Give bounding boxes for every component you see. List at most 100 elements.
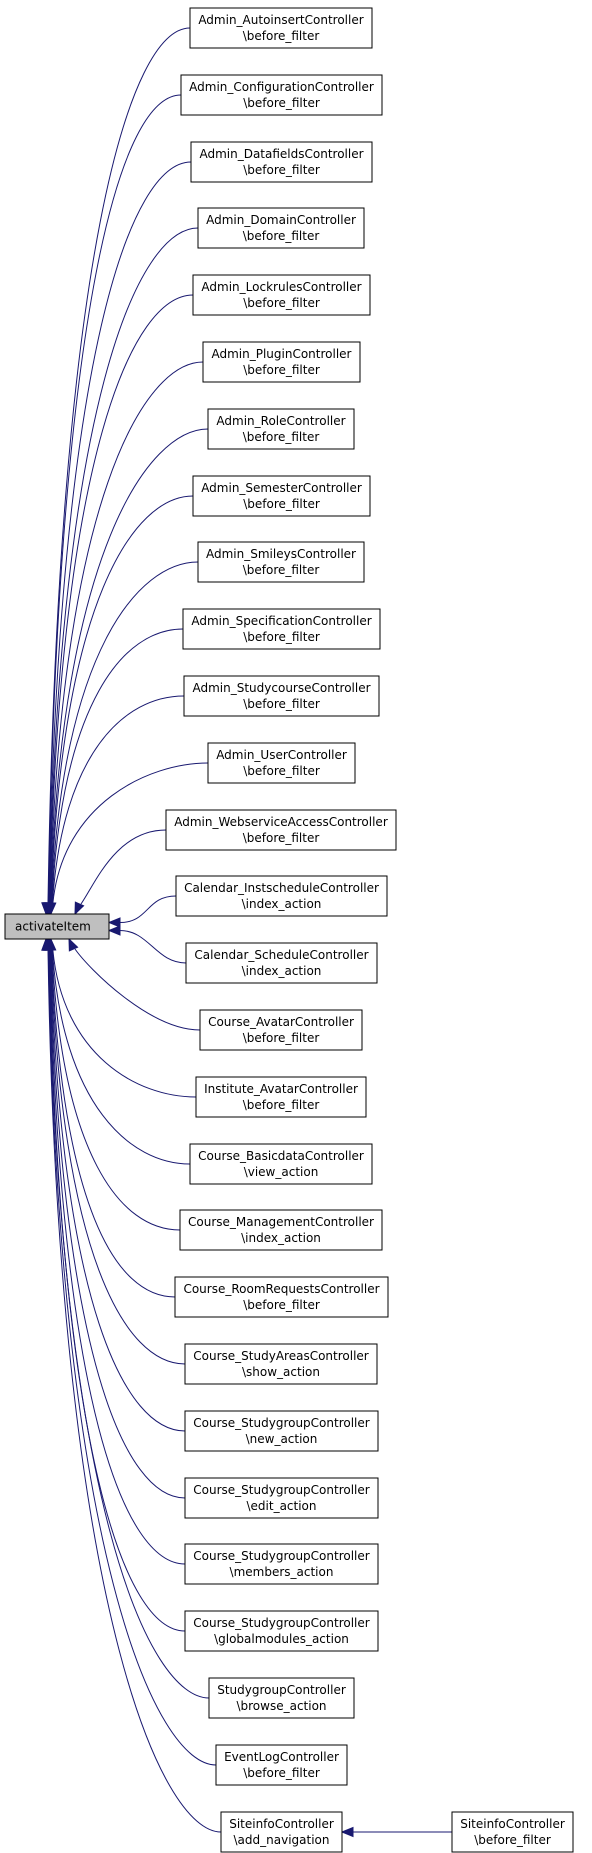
caller-node-4[interactable]: Admin_LockrulesController\before_filter [192,274,371,316]
caller-node-8[interactable]: Admin_SmileysController\before_filter [197,541,365,583]
caller-node-11[interactable]: Admin_UserController\before_filter [207,742,356,784]
caller-node-12-class-label: Admin_WebserviceAccessController [174,815,388,829]
caller-node-19-method-label: \before_filter [243,1298,320,1312]
caller-node-27-class-label: SiteinfoController [229,1817,334,1831]
caller-node-27-method-label: \add_navigation [234,1833,330,1847]
edge-caller-13 [119,895,177,923]
caller-node-25[interactable]: StudygroupController\browse_action [208,1677,355,1719]
caller-node-9[interactable]: Admin_SpecificationController \before_fil… [182,608,381,650]
secondary-node[interactable]: SiteinfoController\before_filter [451,1811,574,1853]
caller-node-9-method-label: \before_filter [243,630,320,644]
caller-node-3-method-label: \before_filter [243,229,320,243]
caller-node-26[interactable]: EventLogController\before_filter [215,1744,348,1786]
caller-node-22[interactable]: Course_StudygroupController\edit_action [184,1477,379,1519]
caller-node-17-box [189,1143,373,1185]
caller-node-0[interactable]: Admin_AutoinsertController \before_filter [189,7,373,49]
caller-node-3[interactable]: Admin_DomainController \before_filter [197,207,365,249]
edge-caller-9 [51,628,184,904]
caller-node-2-box [190,141,373,183]
caller-node-12-box [165,809,397,851]
caller-node-7-box [192,475,371,517]
caller-node-3-box [197,207,365,249]
caller-node-21-class-label: Course_StudygroupController [193,1416,369,1430]
caller-node-17[interactable]: Course_BasicdataController \view_action [189,1143,373,1185]
caller-node-21[interactable]: Course_StudygroupController\new_action [184,1410,379,1452]
edges [41,27,452,1838]
caller-node-5[interactable]: Admin_PluginController\before_filter [202,341,361,383]
nodes: activateItem Admin_AutoinsertController \b… [4,7,574,1853]
caller-node-4-class-label: Admin_LockrulesController [201,280,361,294]
caller-node-0-method-label: \before_filter [243,29,320,43]
caller-node-11-box [207,742,356,784]
caller-node-19[interactable]: Course_RoomRequestsController\before_fil… [174,1276,389,1318]
caller-node-14[interactable]: Calendar_ScheduleController\index_action [185,942,378,984]
caller-node-16-method-label: \before_filter [243,1098,320,1112]
root-node-activateitem-box [4,913,110,940]
edge-caller-26 [47,949,217,1766]
caller-node-12[interactable]: Admin_WebserviceAccessController\before_… [165,809,397,851]
caller-node-15-box [199,1009,363,1051]
caller-node-15-class-label: Course_AvatarController [208,1015,354,1029]
edge-caller-3 [48,227,199,904]
caller-node-26-method-label: \before_filter [243,1766,320,1780]
caller-node-15[interactable]: Course_AvatarController \before_filter [199,1009,363,1051]
edge-caller-14 [119,930,187,964]
caller-node-6-box [207,408,355,450]
caller-node-24-class-label: Course_StudygroupController [193,1616,369,1630]
edge-caller-8 [51,561,199,904]
caller-node-5-method-label: \before_filter [243,363,320,377]
caller-node-16-box [195,1076,367,1118]
edge-caller-10 [51,695,185,904]
caller-node-11-method-label: \before_filter [243,764,320,778]
caller-node-6-method-label: \before_filter [243,430,320,444]
edge-caller-18 [51,949,181,1231]
caller-node-7-class-label: Admin_SemesterController [201,481,362,495]
caller-node-18-method-label: \index_action [241,1231,321,1245]
edge-caller-25 [48,949,210,1699]
caller-node-1-box [180,74,383,116]
caller-node-4-box [192,274,371,316]
edge-caller-15 [74,948,201,1031]
caller-node-16-class-label: Institute_AvatarController [204,1082,358,1096]
caller-node-13-class-label: Calendar_InstscheduleController [184,881,379,895]
caller-node-24[interactable]: Course_StudygroupController \globalmodule… [184,1610,379,1652]
caller-node-8-class-label: Admin_SmileysController [206,547,356,561]
caller-node-6[interactable]: Admin_RoleController\before_filter [207,408,355,450]
edge-caller-16 [52,949,197,1098]
caller-node-18[interactable]: Course_ManagementController \index_action [179,1209,383,1251]
caller-node-14-box [185,942,378,984]
caller-node-26-box [215,1744,348,1786]
caller-node-22-box [184,1477,379,1519]
caller-node-23[interactable]: Course_StudygroupController\members_acti… [184,1543,379,1585]
caller-node-13[interactable]: Calendar_InstscheduleController\index_ac… [175,875,388,917]
caller-node-15-method-label: \before_filter [243,1031,320,1045]
caller-node-18-class-label: Course_ManagementController [188,1215,374,1229]
caller-node-2[interactable]: Admin_DatafieldsController\before_filter [190,141,373,183]
caller-node-23-box [184,1543,379,1585]
caller-node-1[interactable]: Admin_ConfigurationController\before_fil… [180,74,383,116]
edge-caller-7 [50,495,194,904]
caller-node-24-method-label: \globalmodules_action [214,1632,349,1646]
caller-node-25-method-label: \browse_action [236,1699,326,1713]
caller-node-9-box [182,608,381,650]
caller-node-17-method-label: \view_action [244,1165,319,1179]
caller-node-9-class-label: Admin_SpecificationController [191,614,371,628]
caller-node-17-class-label: Course_BasicdataController [198,1149,364,1163]
caller-node-1-method-label: \before_filter [243,96,320,110]
caller-node-3-class-label: Admin_DomainController [206,213,356,227]
caller-node-10[interactable]: Admin_StudycourseController\before_filte… [183,675,380,717]
caller-node-7[interactable]: Admin_SemesterController\before_filter [192,475,371,517]
root-node-activateitem[interactable]: activateItem [4,913,110,940]
caller-node-27-box [220,1811,343,1853]
caller-node-27[interactable]: SiteinfoController \add_navigation [220,1811,343,1853]
edge-caller-2 [48,161,192,904]
caller-node-14-method-label: \index_action [242,964,322,978]
caller-node-23-class-label: Course_StudygroupController [193,1549,369,1563]
edge-caller-17 [51,949,191,1165]
caller-node-0-class-label: Admin_AutoinsertController [198,13,363,27]
caller-node-20-box [184,1343,378,1385]
caller-node-10-method-label: \before_filter [243,697,320,711]
caller-node-16[interactable]: Institute_AvatarController \before_filter [195,1076,367,1118]
edge-caller-6 [50,428,209,904]
caller-node-20[interactable]: Course_StudyAreasController\show_action [184,1343,378,1385]
